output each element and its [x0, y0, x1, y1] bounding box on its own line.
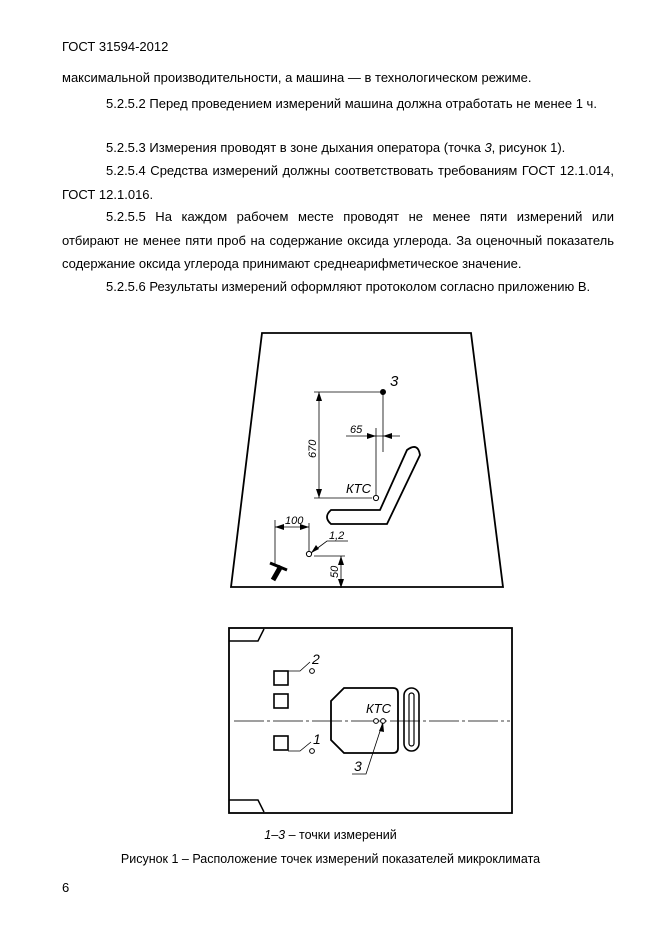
label-dim-50: 50: [329, 565, 341, 578]
dim-670-arrow-top: [316, 392, 322, 401]
legend-range: 1–3: [264, 828, 286, 842]
measurement-box-middle: [273, 693, 289, 709]
p3-text-before: 5.2.5.3 Измерения проводят в зоне дыхани…: [106, 140, 485, 155]
backrest-slot-outer: [403, 687, 420, 752]
figure-legend: 1–3 – точки измерений: [0, 828, 661, 842]
legend-text: – точки измерений: [285, 828, 397, 842]
paragraph-5-2-5-6: 5.2.5.6 Результаты измерений оформляют п…: [106, 279, 591, 294]
measurement-box-upper: [273, 670, 289, 686]
dim-50-arrow-bottom: [338, 579, 344, 588]
dim-670-arrow-bottom: [316, 489, 322, 498]
p3-text-after: , рисунок 1).: [491, 140, 566, 155]
leader-1: [288, 741, 312, 752]
label-point-1: 1: [313, 731, 321, 747]
top-view-lower-step: [229, 799, 265, 813]
point-3-marker: [380, 389, 386, 395]
label-points-1-2: 1,2: [329, 530, 344, 542]
label-point-2: 2: [311, 651, 320, 667]
p3-point-number: 3: [484, 140, 492, 155]
top-view-outline: [228, 627, 513, 814]
point-1-2-marker: [305, 550, 313, 558]
top-view-upper-step: [229, 628, 265, 642]
leader-3-arrow: [379, 722, 384, 732]
seat-top-view: [330, 687, 399, 754]
page-number: 6: [62, 880, 70, 895]
label-point-3-top: 3: [354, 758, 362, 774]
dim-100-arrow-right: [300, 524, 309, 530]
label-seat-side: КТС: [346, 481, 372, 496]
point-1-marker: [309, 748, 315, 754]
paragraph-5-2-5-2: 5.2.5.2 Перед проведением измерений маши…: [106, 96, 597, 111]
seat-point-marker: [372, 494, 380, 502]
leader-2: [288, 661, 311, 672]
leader-1-2-arrow: [311, 545, 319, 553]
lever-grip: [269, 561, 288, 572]
label-seat-top: КТС: [366, 701, 392, 716]
dim-65-arrow-right: [383, 433, 392, 439]
label-dim-670: 670: [307, 439, 319, 458]
label-dim-100: 100: [285, 515, 304, 527]
label-dim-65: 65: [350, 424, 363, 436]
backrest-slot-inner: [408, 692, 415, 747]
label-point-3: 3: [390, 373, 399, 390]
dim-65-arrow-left: [367, 433, 376, 439]
paragraph-5-2-5-5: 5.2.5.5 На каждом рабочем месте проводят…: [62, 209, 614, 271]
leader-3: [352, 721, 384, 775]
point-2-marker: [309, 668, 315, 674]
dim-100-arrow-left: [275, 524, 284, 530]
paragraph-continuation: максимальной производительности, а машин…: [62, 70, 532, 85]
seat-top-point-a: [373, 718, 379, 724]
seat-profile: [326, 446, 421, 525]
paragraph-5-2-5-4: 5.2.5.4 Средства измерений должны соотве…: [62, 163, 614, 202]
figure-caption: Рисунок 1 – Расположение точек измерений…: [120, 852, 541, 866]
paragraph-5-2-5-3: 5.2.5.3 Измерения проводят в зоне дыхани…: [62, 136, 614, 160]
measurement-box-lower: [273, 735, 289, 751]
dim-50-arrow-top: [338, 556, 344, 565]
side-view-cabin-outline: [229, 332, 505, 588]
document-header: ГОСТ 31594-2012: [62, 39, 169, 54]
